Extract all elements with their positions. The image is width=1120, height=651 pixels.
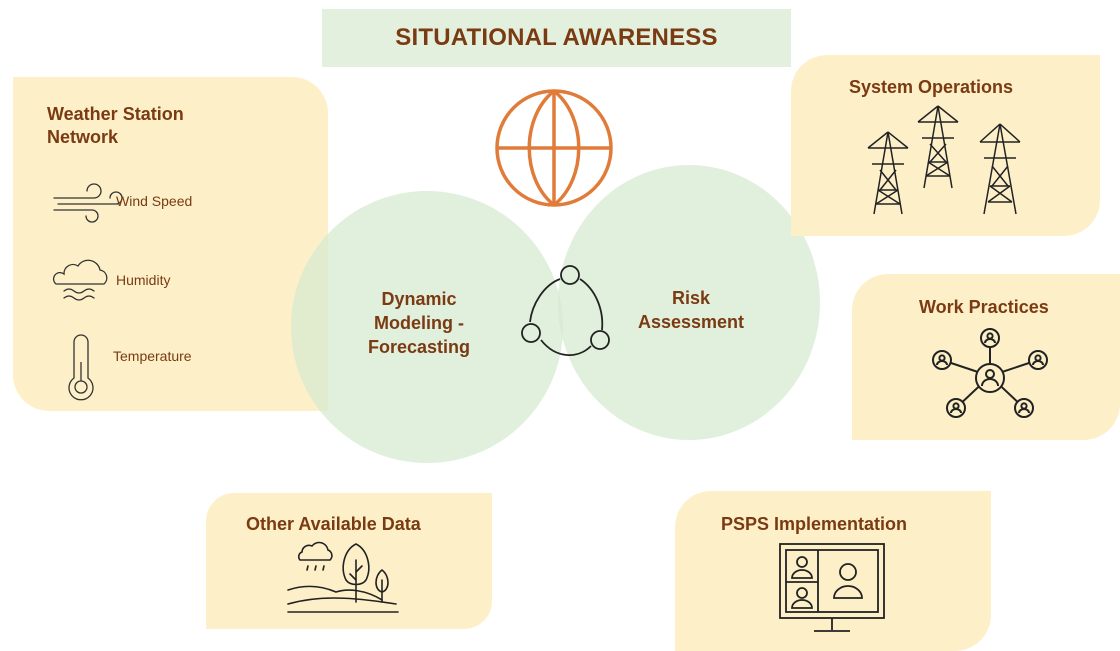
psps-panel — [675, 491, 991, 651]
risk-assessment-label: Risk Assessment — [630, 286, 752, 334]
wind-icon — [53, 183, 123, 223]
landscape-weather-icon — [287, 541, 399, 613]
weather-station-heading-line2: Network — [47, 127, 119, 147]
other-data-panel — [206, 493, 492, 629]
weather-station-heading-line1: Weather Station — [47, 104, 184, 124]
cloud-humidity-icon — [52, 259, 108, 301]
dynamic-modeling-line3: Forecasting — [367, 337, 471, 357]
weather-station-heading: Weather Station Network — [47, 103, 184, 149]
work-practices-panel — [852, 274, 1120, 440]
system-operations-heading: System Operations — [849, 77, 1014, 97]
thermometer-icon — [68, 334, 94, 401]
risk-assessment-line2: Assessment — [637, 312, 745, 332]
risk-assessment-line1: Risk — [671, 288, 711, 308]
page-title: SITUATIONAL AWARENESS — [395, 24, 718, 51]
dynamic-modeling-circle — [291, 191, 563, 463]
dynamic-modeling-line1: Dynamic — [381, 289, 457, 309]
weather-station-panel — [13, 77, 328, 411]
globe-icon — [495, 89, 613, 207]
video-conference-monitor-icon — [779, 543, 885, 632]
humidity-label: Humidity — [116, 272, 171, 288]
work-practices-heading: Work Practices — [919, 297, 1049, 317]
cycle-icon — [521, 265, 610, 356]
wind-speed-label: Wind Speed — [116, 193, 193, 209]
people-network-icon — [932, 328, 1048, 418]
risk-assessment-circle — [558, 165, 820, 440]
temperature-label: Temperature — [113, 348, 192, 364]
dynamic-modeling-label: Dynamic Modeling - Forecasting — [350, 287, 488, 359]
transmission-towers-icon — [867, 105, 1021, 215]
psps-heading: PSPS Implementation — [721, 514, 908, 534]
other-data-heading: Other Available Data — [246, 514, 421, 534]
title-banner: SITUATIONAL AWARENESS — [322, 9, 791, 67]
dynamic-modeling-line2: Modeling - — [374, 313, 464, 333]
